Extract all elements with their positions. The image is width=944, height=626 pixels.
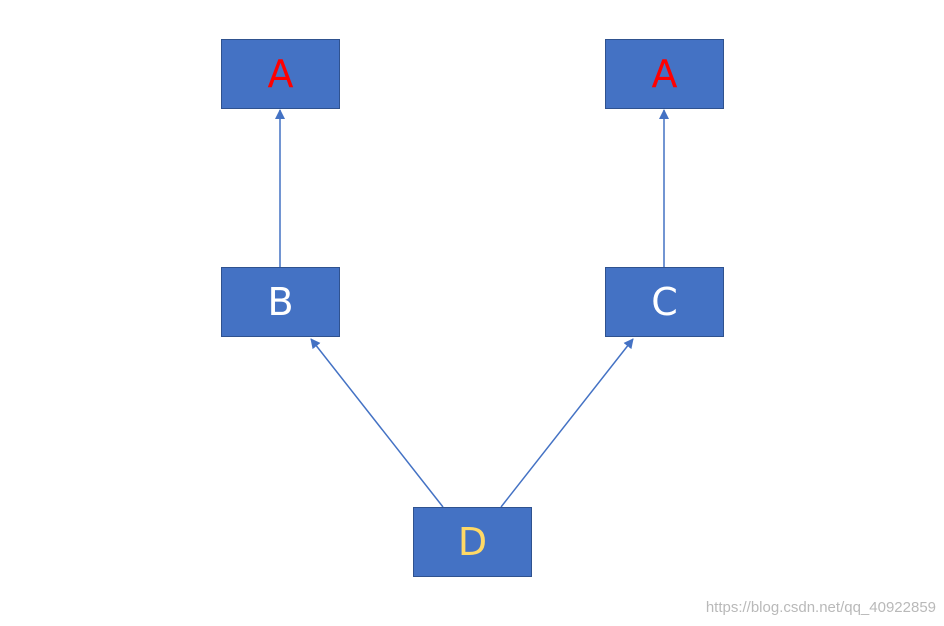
node-b-label: B — [267, 280, 294, 324]
edge-d-to-b — [310, 338, 444, 508]
node-a-left: A — [221, 39, 340, 109]
watermark-url: https://blog.csdn.net/qq_40922859 — [705, 599, 936, 616]
node-a-right: A — [605, 39, 724, 109]
edge-d-to-c — [500, 338, 634, 508]
node-b: B — [221, 267, 340, 337]
node-a-right-label: A — [651, 52, 678, 96]
node-c-label: C — [651, 280, 678, 324]
node-a-left-label: A — [267, 52, 294, 96]
node-d-label: D — [457, 520, 488, 564]
node-c: C — [605, 267, 724, 337]
node-d: D — [413, 507, 532, 577]
